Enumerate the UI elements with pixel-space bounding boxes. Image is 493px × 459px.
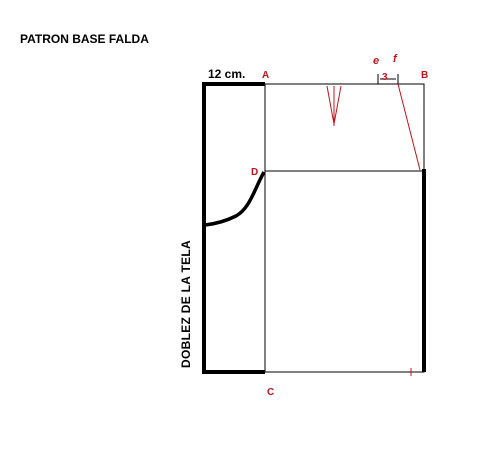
point-b-label: B bbox=[421, 70, 428, 81]
point-a-label: A bbox=[262, 70, 269, 81]
point-d-label: D bbox=[251, 167, 258, 178]
hip-curve bbox=[204, 171, 266, 227]
fold-label: DOBLEZ DE LA TELA bbox=[179, 240, 193, 368]
side-slant-line bbox=[397, 83, 421, 171]
measure-label: 12 cm. bbox=[208, 67, 245, 81]
pattern-outline bbox=[264, 83, 425, 373]
point-c-label: C bbox=[267, 387, 274, 398]
point-f-label: f bbox=[393, 53, 398, 65]
diagram-title: PATRON BASE FALDA bbox=[20, 32, 149, 46]
point-e-label: e bbox=[373, 55, 379, 67]
measure-three-label: 3 bbox=[382, 72, 388, 83]
fold-extension-outline bbox=[202, 82, 265, 374]
